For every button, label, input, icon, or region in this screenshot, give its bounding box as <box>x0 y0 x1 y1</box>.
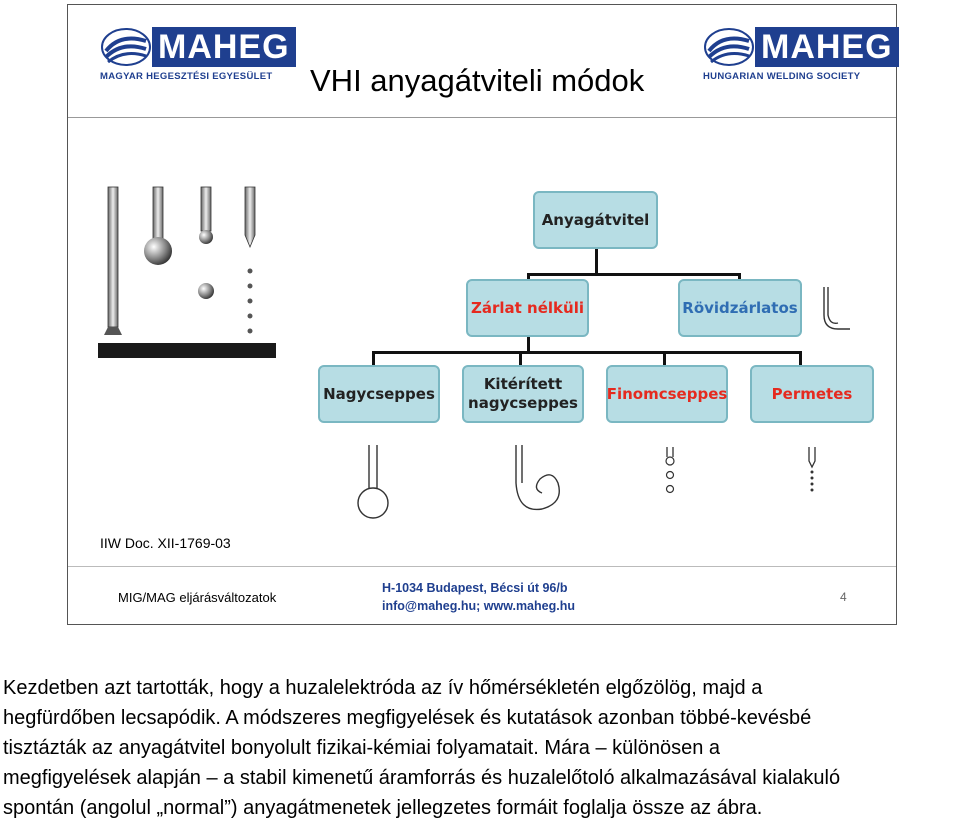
footer-course-title: MIG/MAG eljárásváltozatok <box>118 590 277 605</box>
connector-line <box>663 351 666 367</box>
spray-sketch <box>808 447 816 492</box>
slide-title: VHI anyagátviteli módok <box>310 63 645 98</box>
caption-line: tisztázták az anyagátvitel bonyolult fiz… <box>3 737 721 759</box>
caption-line: Kezdetben azt tartották, hogy a huzalele… <box>3 677 763 699</box>
node-zarlat-nelkuli: Zárlat nélküli <box>466 279 589 337</box>
footer-address: H-1034 Budapest, Bécsi út 96/b info@mahe… <box>382 579 575 615</box>
connector-line <box>738 273 741 283</box>
short-circuit-sketch <box>823 287 850 330</box>
repelled-drop-sketch <box>515 445 560 511</box>
slide: MAHEG MAGYAR HEGESZTÉSI EGYESÜLET VHI an… <box>67 4 899 625</box>
logo-right-subtitle: HUNGARIAN WELDING SOCIETY <box>703 71 861 82</box>
caption-line: hegfürdőben lecsapódik. A módszeres megf… <box>3 707 812 729</box>
logo-right-name: MAHEG <box>755 27 899 67</box>
caption-text: Kezdetben azt tartották, hogy a huzalele… <box>0 673 960 823</box>
connector-line <box>372 351 375 367</box>
maheg-emblem-icon <box>704 28 754 66</box>
logo-left-subtitle: MAGYAR HEGESZTÉSI EGYESÜLET <box>100 71 273 82</box>
node-permetes: Permetes <box>750 365 874 423</box>
page-number: 4 <box>840 590 847 604</box>
fine-drop-sketch <box>665 447 675 494</box>
connector-line <box>527 335 530 353</box>
connector-line <box>519 351 522 367</box>
caption-line: spontán (angolul „normal”) anyagátmenete… <box>3 797 763 819</box>
document-reference: IIW Doc. XII-1769-03 <box>100 535 231 551</box>
footer-contact-line: info@maheg.hu; www.maheg.hu <box>382 599 575 613</box>
connector-line <box>595 247 598 275</box>
connector-line <box>527 273 530 283</box>
maheg-logo-left: MAHEG MAGYAR HEGESZTÉSI EGYESÜLET <box>100 27 296 82</box>
connector-line <box>527 273 741 276</box>
node-rovidzarlatos: Rövidzárlatos <box>678 279 802 337</box>
node-nagycseppes: Nagycseppes <box>318 365 440 423</box>
maheg-emblem-icon <box>101 28 151 66</box>
footer-address-line: H-1034 Budapest, Bécsi út 96/b <box>382 581 568 595</box>
caption-line: megfigyelések alapján – a stabil kimenet… <box>3 767 841 789</box>
maheg-logo-right: MAHEG HUNGARIAN WELDING SOCIETY <box>703 27 899 82</box>
electrode-illustration <box>98 186 276 358</box>
node-anyagatvitel: Anyagátvitel <box>533 191 658 249</box>
logo-left-name: MAHEG <box>152 27 296 67</box>
node-finomcseppes: Finomcseppes <box>606 365 728 423</box>
globular-drop-sketch <box>357 445 389 519</box>
connector-line <box>372 351 802 354</box>
node-kiteritett-nagycseppes: Kitérített nagycseppes <box>462 365 584 423</box>
node-kiteritett-label: Kitérített nagycseppes <box>468 375 578 412</box>
footer-divider <box>68 566 896 567</box>
header-divider <box>68 117 896 118</box>
connector-line <box>799 351 802 367</box>
